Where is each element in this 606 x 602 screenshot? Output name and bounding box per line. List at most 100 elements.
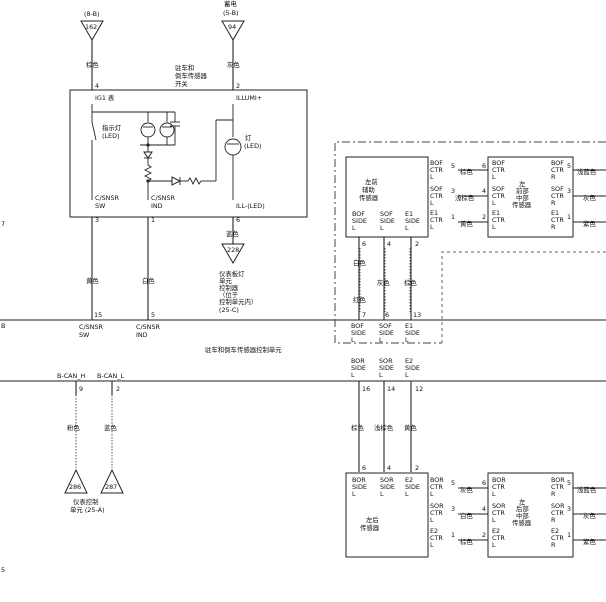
rm-right-e2-3: R	[551, 541, 556, 549]
fm-left-bof-3: L	[492, 173, 496, 181]
fl-bottom-sof-2: SIDE	[380, 217, 395, 225]
connector-94-color: 灰色	[227, 60, 240, 69]
rm-left-bor-1: BOR	[492, 476, 506, 484]
rl-top-e2-2: SIDE	[405, 483, 420, 491]
control-pin9: 9	[79, 385, 83, 393]
control-bof-line3: L	[351, 336, 355, 344]
connector-287-num: 287	[105, 483, 117, 491]
wire-color-grey-fr: 灰色	[583, 193, 596, 202]
control-front-pin6: 6	[385, 311, 389, 319]
rm-right-pin3: 3	[567, 505, 571, 513]
wire-color-blue-can: 蓝色	[104, 423, 117, 432]
rl-right-sor-3: L	[430, 516, 434, 524]
control-sor-line3: L	[379, 371, 383, 379]
rm-title1: 左	[519, 497, 526, 506]
rl-top-sor-3: L	[380, 490, 384, 498]
rl-pin6: 6	[362, 464, 366, 472]
switch-ill-led: ILL-(LED)	[236, 202, 265, 210]
fl-bottom-sof-3: L	[380, 224, 384, 232]
fm-right-e1-3: R	[551, 223, 556, 231]
control-e2-line2: SIDE	[405, 364, 420, 372]
rm-left-bor-3: L	[492, 490, 496, 498]
wire-color-red: 红色	[353, 295, 366, 304]
rm-left-e2-2: CTR	[492, 534, 505, 542]
front-left-sensor-box	[345, 156, 429, 238]
control-csnsr-ind-line1: C/SNSR	[136, 323, 161, 331]
rl-title2: 传感器	[360, 523, 380, 532]
connector-162-triangle	[80, 20, 104, 41]
switch-pin-illumi: ILLUMI+	[236, 94, 262, 102]
wire-color-pink: 粉色	[67, 423, 80, 432]
control-bcan-l: B-CAN_L	[97, 372, 124, 380]
fl-bottom-bof-3: L	[352, 224, 356, 232]
connector-228-line5: 控制单元内）	[219, 297, 257, 306]
fm-left-e1-3: L	[492, 223, 496, 231]
fl-bottom-e1-3: L	[405, 224, 409, 232]
switch-title-line3: 开关	[175, 79, 188, 88]
switch-pin1: 1	[151, 216, 155, 224]
switch-csnsr-sw-line1: C/SNSR	[95, 194, 120, 202]
indicator-led-icon	[140, 122, 156, 138]
rl-right-e2-2: CTR	[430, 534, 443, 542]
connector-94-triangle	[221, 20, 245, 41]
control-unit-left-b: B	[1, 322, 5, 330]
fl-pin6: 6	[362, 240, 366, 248]
fl-right-e1-3: L	[430, 223, 434, 231]
control-bor-line1: BOR	[351, 357, 365, 365]
wire-color-yellow-fm: 黄色	[460, 219, 473, 228]
wire-color-brown-front: 棕色	[404, 278, 417, 287]
connector-228-line3: 控制器	[219, 283, 239, 292]
control-e1-line1: E1	[405, 322, 413, 330]
fm-left-bof-2: CTR	[492, 166, 505, 174]
fm-right-pin1: 1	[567, 213, 571, 221]
switch-unit-box	[69, 89, 308, 218]
rear-left-side-sensor: 6 4 2 BOR SIDE L SOR SIDE L E2 SIDE L 左后…	[345, 464, 455, 558]
connector-228-num: 228	[227, 246, 239, 254]
fl-pin4: 4	[387, 240, 391, 248]
rm-right-bor-3: R	[551, 490, 556, 498]
switch-csnsr-ind-line2: IND	[151, 202, 163, 210]
wire-color-blue: 蓝色	[226, 229, 239, 238]
control-e1-line3: L	[405, 336, 409, 344]
switch-title-line1: 驻车和	[175, 63, 194, 72]
fm-title3: 中部	[516, 193, 529, 202]
rl-right-pin3: 3	[451, 505, 455, 513]
instrument-line1: 仪表控制	[73, 497, 99, 506]
fm-left-sof-3: L	[492, 199, 496, 207]
rear-mid-sensor-box	[487, 472, 574, 558]
fl-right-e1-1: E1	[430, 209, 438, 217]
wire-color-greyish-fm: 浅棕色	[455, 193, 475, 202]
connector-286-triangle	[64, 468, 88, 494]
control-sor-line2: SIDE	[379, 364, 394, 372]
rear-left-sensor-box	[345, 472, 429, 558]
rm-right-sor-2: CTR	[551, 509, 564, 517]
control-unit-label: 驻车和倒车传感器控制单元	[205, 345, 282, 354]
rm-right-e2-2: CTR	[551, 534, 564, 542]
fm-right-e1-2: CTR	[551, 216, 564, 224]
rm-right-bor-2: CTR	[551, 483, 564, 491]
rl-right-bor-2: CTR	[430, 483, 443, 491]
rm-right-e2-1: E2	[551, 527, 559, 535]
rl-top-sor-1: SOR	[380, 476, 394, 484]
wire-color-purple-rr: 紫色	[583, 537, 596, 546]
switch-csnsr-sw-line2: SW	[95, 202, 106, 210]
indicator-label-line2: (LED)	[102, 132, 120, 140]
rm-left-bor-2: CTR	[492, 483, 505, 491]
fl-bottom-bof-1: BOF	[352, 210, 365, 218]
fm-left-pin2: 2	[482, 213, 486, 221]
rl-right-bor-3: L	[430, 490, 434, 498]
control-e1-line2: SIDE	[405, 329, 420, 337]
switch-pin-ig1: IG1 表	[95, 93, 115, 102]
fm-left-e1-2: CTR	[492, 216, 505, 224]
connector-286: 286	[64, 468, 88, 494]
connector-228-line6: (25-C)	[219, 306, 239, 314]
connector-228: 228 仪表板灯 单元 控制器 （位于 控制单元内） (25-C)	[219, 243, 257, 314]
control-csnsr-sw-line2: SW	[79, 331, 90, 339]
rl-pin4: 4	[387, 464, 391, 472]
front-sensor-enclosure	[334, 141, 606, 344]
rm-left-e2-3: L	[492, 541, 496, 549]
fm-right-sof-1: SOF	[551, 185, 564, 193]
control-front-pin7: 7	[362, 311, 366, 319]
rl-top-bor-2: SIDE	[352, 483, 367, 491]
connector-287-triangle	[100, 468, 124, 494]
